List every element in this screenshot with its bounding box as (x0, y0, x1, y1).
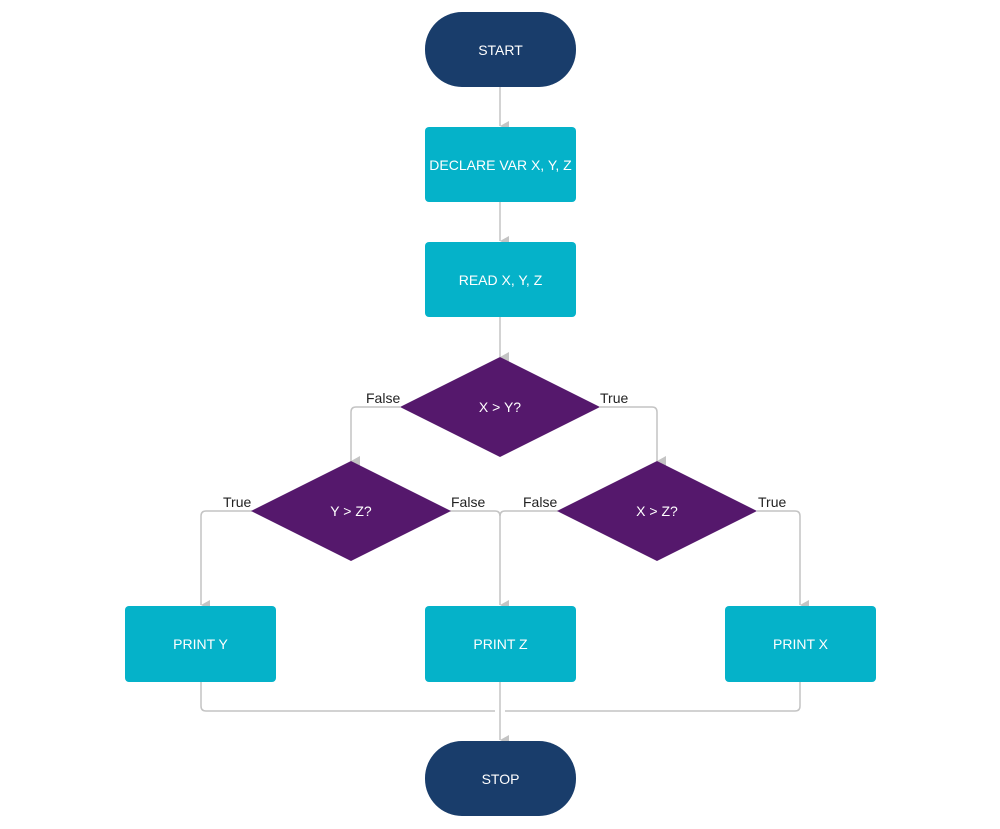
print-z-node: PRINT Z (425, 606, 576, 682)
edge-label-xz-false: False (523, 494, 558, 510)
edge-label-xy-true: True (600, 390, 629, 406)
start-node: START (425, 12, 576, 87)
connector-yz-false (450, 510, 509, 610)
decision-y-gt-z-label: Y > Z? (330, 503, 372, 519)
edge-label-xz-true: True (758, 494, 787, 510)
stop-node: STOP (425, 741, 576, 816)
print-y-node: PRINT Y (125, 606, 276, 682)
connector-xz-false (499, 510, 558, 517)
start-node-label: START (478, 41, 523, 58)
connector-xz-true (757, 510, 809, 610)
decision-x-gt-z-label: X > Z? (636, 503, 678, 519)
read-vars-node: READ X, Y, Z (425, 242, 576, 317)
decision-x-gt-y: X > Y? (400, 357, 600, 457)
connector-xy-false (350, 406, 400, 466)
decision-x-gt-y-shape (400, 357, 600, 457)
stop-node-label: STOP (481, 770, 520, 787)
decision-x-gt-y-label: X > Y? (478, 399, 522, 415)
connector-yz-true (200, 510, 252, 610)
connector-print-x-to-stop (505, 682, 801, 712)
edge-label-yz-false: False (451, 494, 486, 510)
print-y-label: PRINT Y (173, 636, 228, 652)
edge-label-xy-false: False (366, 390, 401, 406)
read-vars-label: READ X, Y, Z (458, 271, 543, 288)
decision-x-gt-z: X > Z? (557, 461, 757, 561)
declare-vars-node: DECLARE VAR X, Y, Z (425, 127, 576, 202)
edge-label-yz-true: True (223, 494, 252, 510)
connector-print-y-to-stop (200, 682, 495, 712)
connector-xy-true (600, 406, 666, 466)
declare-vars-label: DECLARE VAR X, Y, Z (429, 156, 572, 173)
print-z-label: PRINT Z (473, 636, 528, 652)
decision-y-gt-z: Y > Z? (251, 461, 451, 561)
decision-y-gt-z-shape (251, 461, 451, 561)
decision-x-gt-z-shape (557, 461, 757, 561)
print-x-label: PRINT X (773, 636, 828, 652)
print-x-node: PRINT X (725, 606, 876, 682)
